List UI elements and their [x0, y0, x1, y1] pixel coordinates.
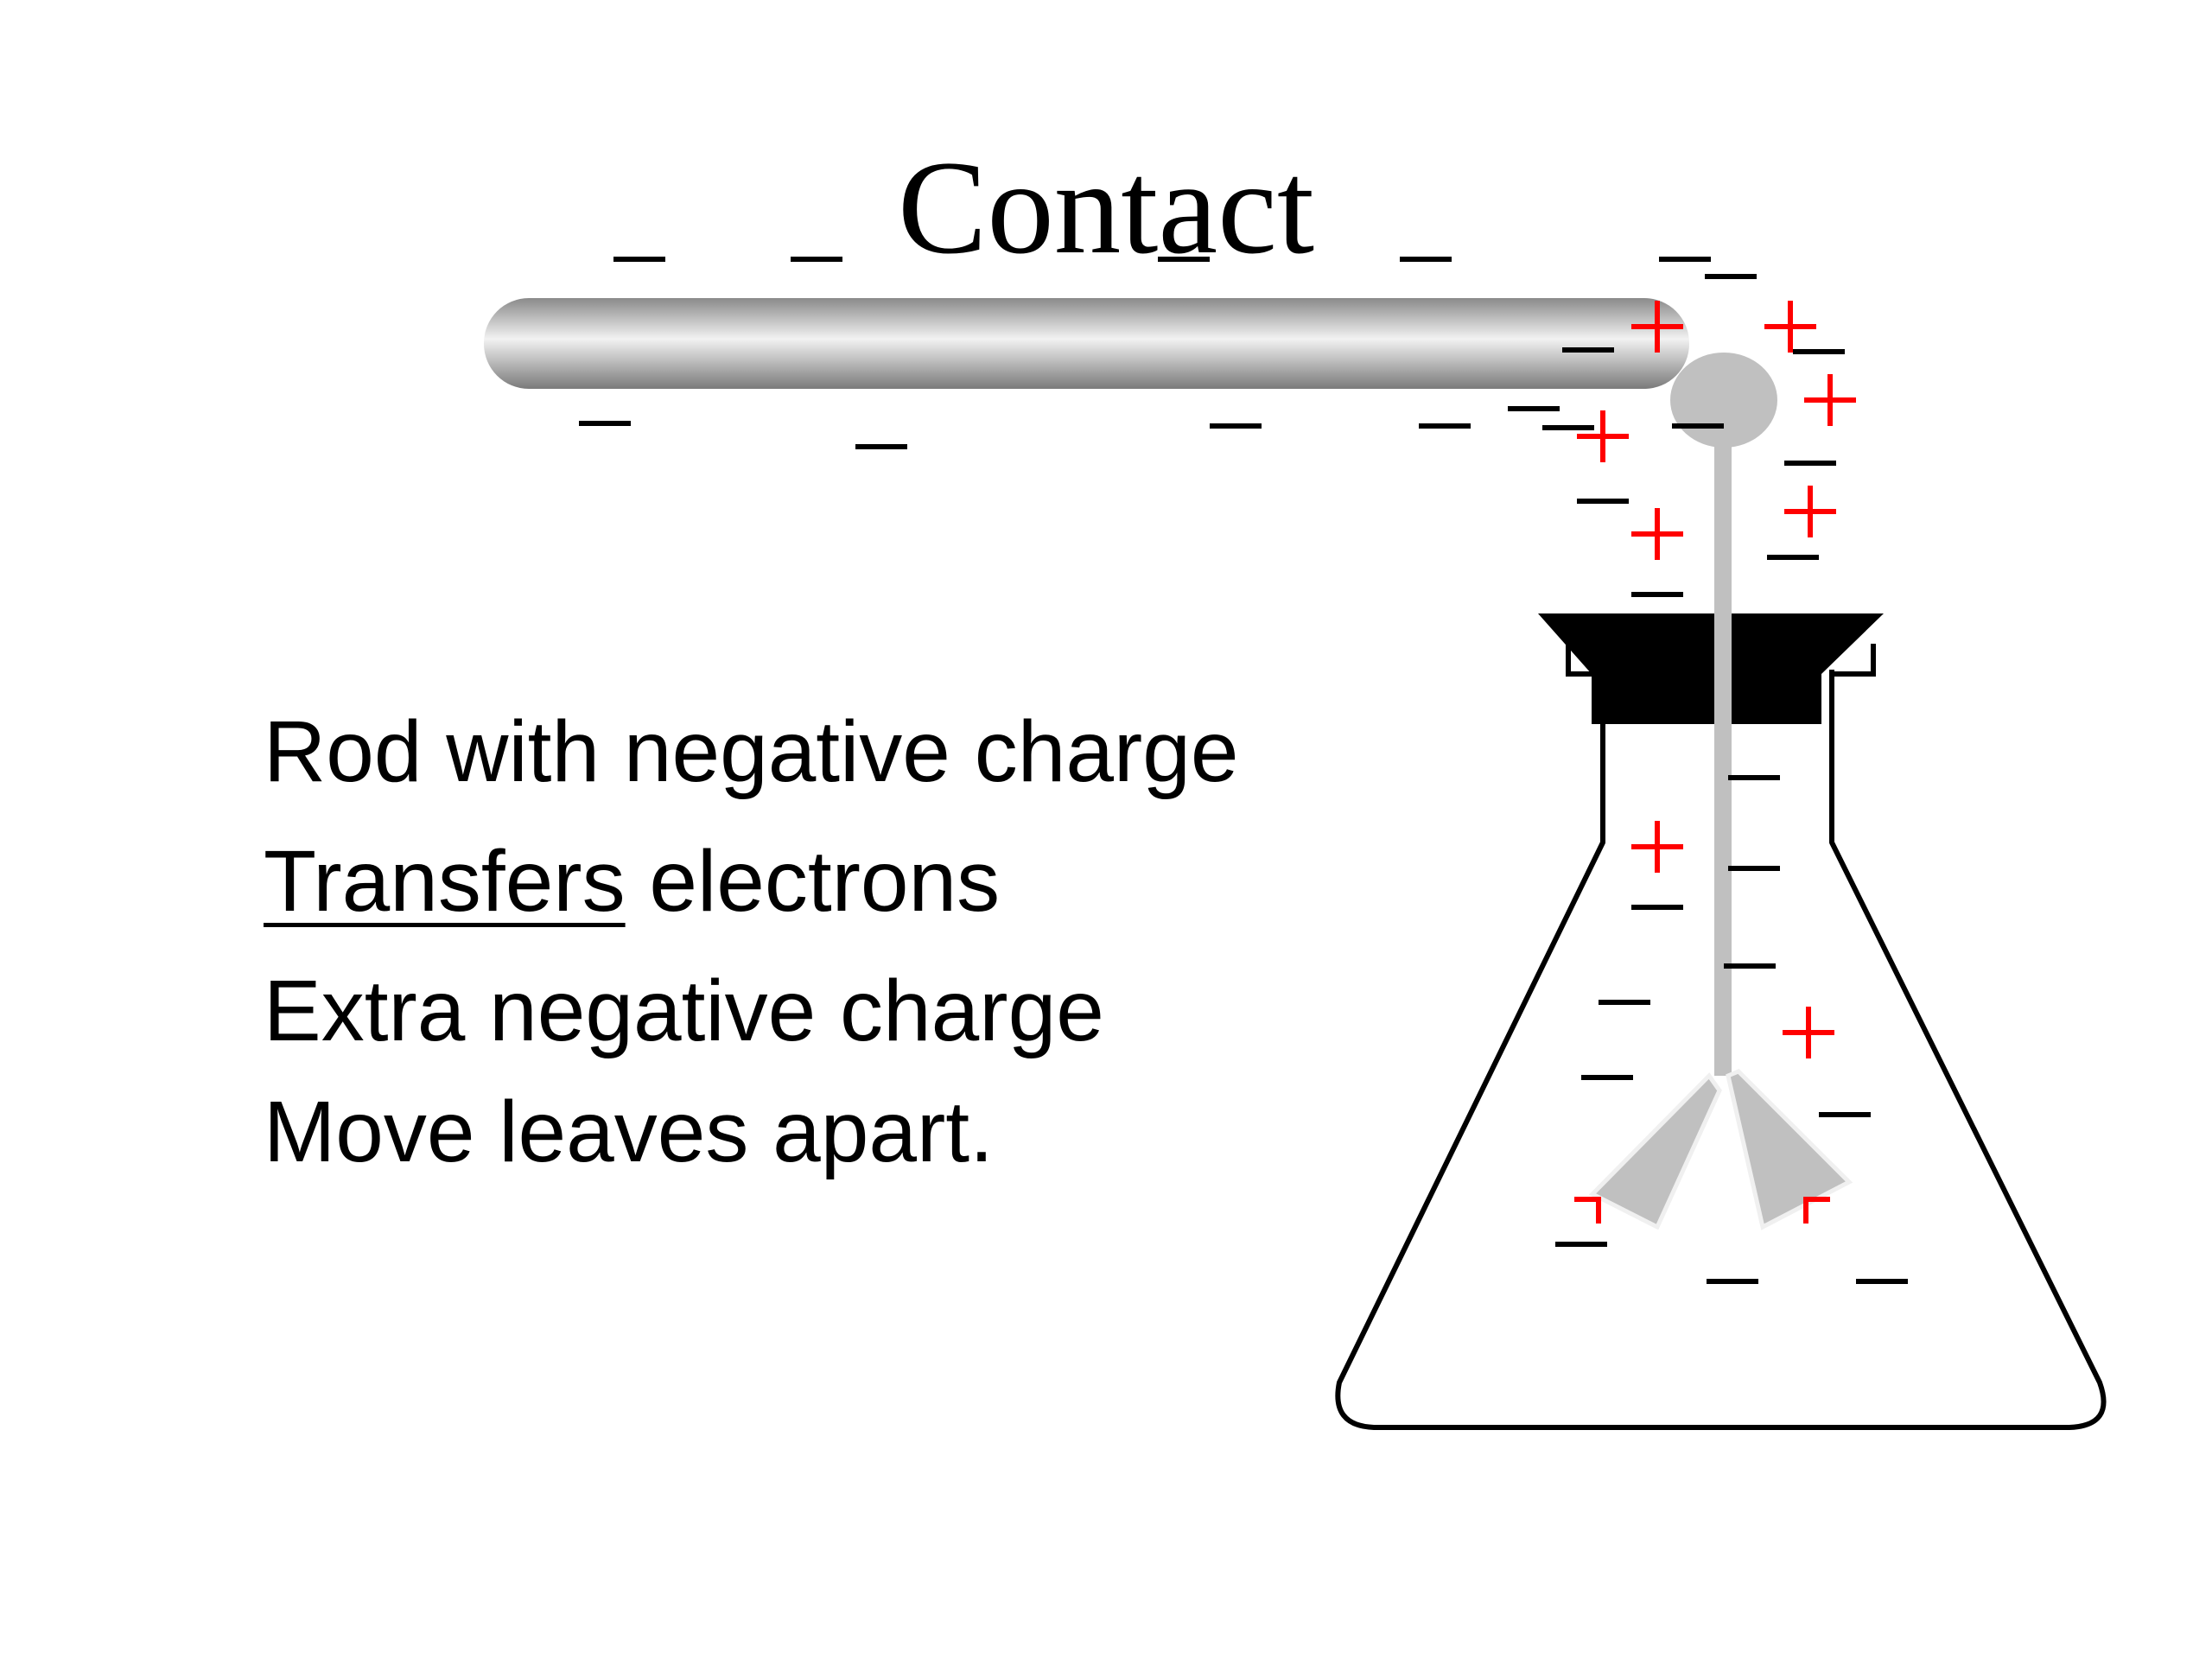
positive-charges [1574, 301, 1856, 1224]
positive-charge [1784, 486, 1836, 537]
bullet-extra-charge: Extra negative charge Move leaves apart. [264, 963, 1104, 1180]
bullet-list: Rod with negative charge Transfers elect… [264, 691, 1300, 1201]
page-title: Contact [897, 133, 1315, 282]
positive-charge [1577, 410, 1629, 462]
bullet-transfers-underlined: Transfers [264, 833, 626, 930]
positive-charge [1631, 301, 1683, 353]
electroscope-stem [1714, 441, 1732, 1076]
left-leaf [1588, 1072, 1722, 1230]
positive-charge-partial [1803, 1197, 1830, 1224]
negative-charges [579, 257, 1908, 1284]
stopper [1538, 613, 1884, 724]
positive-charge [1631, 508, 1683, 560]
positive-charge-partial [1574, 1197, 1601, 1224]
bullet-transfers: Transfers electrons [264, 821, 1300, 942]
positive-charge [1783, 1007, 1834, 1058]
right-leaf [1726, 1069, 1853, 1230]
electroscope-knob [1670, 353, 1777, 448]
positive-charge [1764, 301, 1816, 353]
bullet-transfers-rest: electrons [625, 833, 1001, 930]
flask-lip [1566, 644, 1876, 677]
bullet-rod-charge: Rod with negative charge [264, 703, 1239, 800]
positive-charge [1804, 374, 1856, 426]
positive-charge [1631, 821, 1683, 873]
charged-rod [484, 298, 1689, 389]
